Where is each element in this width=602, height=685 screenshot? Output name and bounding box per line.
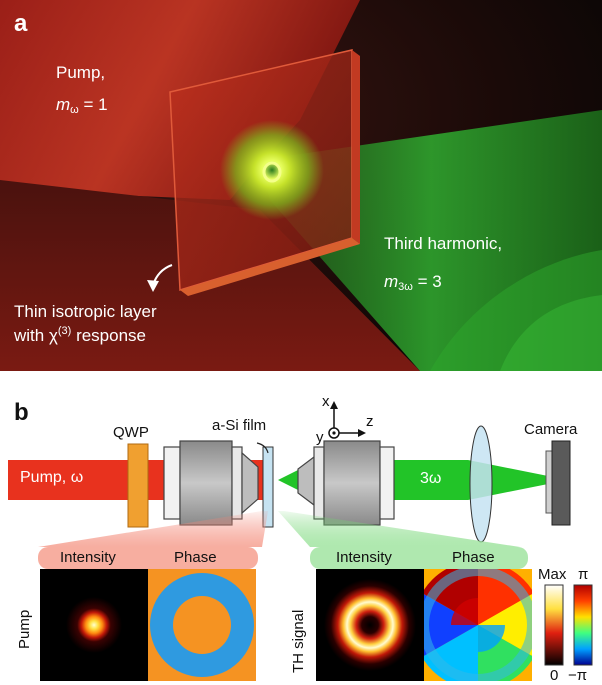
objective-left bbox=[163, 440, 259, 526]
objective-right bbox=[297, 440, 395, 526]
layer-line2-post: response bbox=[71, 326, 147, 345]
colorbar-pi-label: π bbox=[578, 566, 589, 583]
row-label-th: TH signal bbox=[290, 609, 307, 673]
pump-m: m bbox=[56, 95, 71, 114]
qwp-plate bbox=[127, 443, 149, 528]
pump-intensity-title: Intensity bbox=[60, 549, 116, 566]
th-intensity-title: Intensity bbox=[336, 549, 392, 566]
panel-a-letter: a bbox=[14, 10, 28, 37]
th-m: m bbox=[384, 272, 399, 291]
th-phase-map bbox=[424, 569, 532, 681]
pump-mode-label: mω = 1 bbox=[56, 95, 108, 116]
panel-b: b QWP a-Si film Camera Pump, ω 3ω x y z … bbox=[0, 371, 602, 685]
axis-x-label: x bbox=[322, 393, 330, 410]
phase-colorbar bbox=[573, 584, 593, 666]
th-m-sub: 3ω bbox=[398, 281, 413, 293]
th-label: Third harmonic, bbox=[384, 234, 503, 253]
layer-line2: with χ(3) response bbox=[14, 325, 146, 346]
pump-label: Pump, bbox=[56, 63, 106, 82]
colorbar-zero-label: 0 bbox=[550, 667, 559, 684]
axis-y-label: y bbox=[316, 429, 324, 446]
tube-lens bbox=[469, 425, 493, 543]
colorbar-max-label: Max bbox=[538, 566, 567, 583]
row-label-pump: Pump bbox=[16, 609, 33, 649]
th-phase-title: Phase bbox=[452, 549, 495, 566]
colorbar-mpi-label: −π bbox=[568, 667, 588, 684]
layer-line2-pre: with χ bbox=[14, 326, 58, 345]
axis-z-label: z bbox=[366, 413, 374, 430]
setup-diagram bbox=[8, 401, 593, 681]
qwp-label: QWP bbox=[113, 424, 149, 441]
th-m-value: = 3 bbox=[412, 272, 442, 291]
film-label: a-Si film bbox=[212, 417, 267, 434]
intensity-colorbar bbox=[544, 584, 564, 666]
panel-a-scene bbox=[0, 0, 602, 371]
pump-phase-title: Phase bbox=[174, 549, 217, 566]
pump-m-value: = 1 bbox=[78, 95, 108, 114]
th-beam-label: 3ω bbox=[420, 470, 442, 487]
layer-line2-sup: (3) bbox=[57, 325, 72, 337]
panel-b-letter: b bbox=[14, 399, 29, 426]
pump-beam-label: Pump, ω bbox=[20, 469, 84, 486]
axis-triad bbox=[328, 401, 366, 439]
panel-a: a Pump, mω = 1 Third harmonic, m3ω = 3 T… bbox=[0, 0, 602, 371]
pump-m-sub: ω bbox=[70, 104, 79, 116]
th-mode-label: m3ω = 3 bbox=[384, 272, 442, 293]
camera-label: Camera bbox=[524, 421, 578, 438]
camera-body bbox=[551, 440, 571, 526]
asi-film bbox=[262, 446, 274, 528]
layer-line1: Thin isotropic layer bbox=[14, 302, 157, 321]
